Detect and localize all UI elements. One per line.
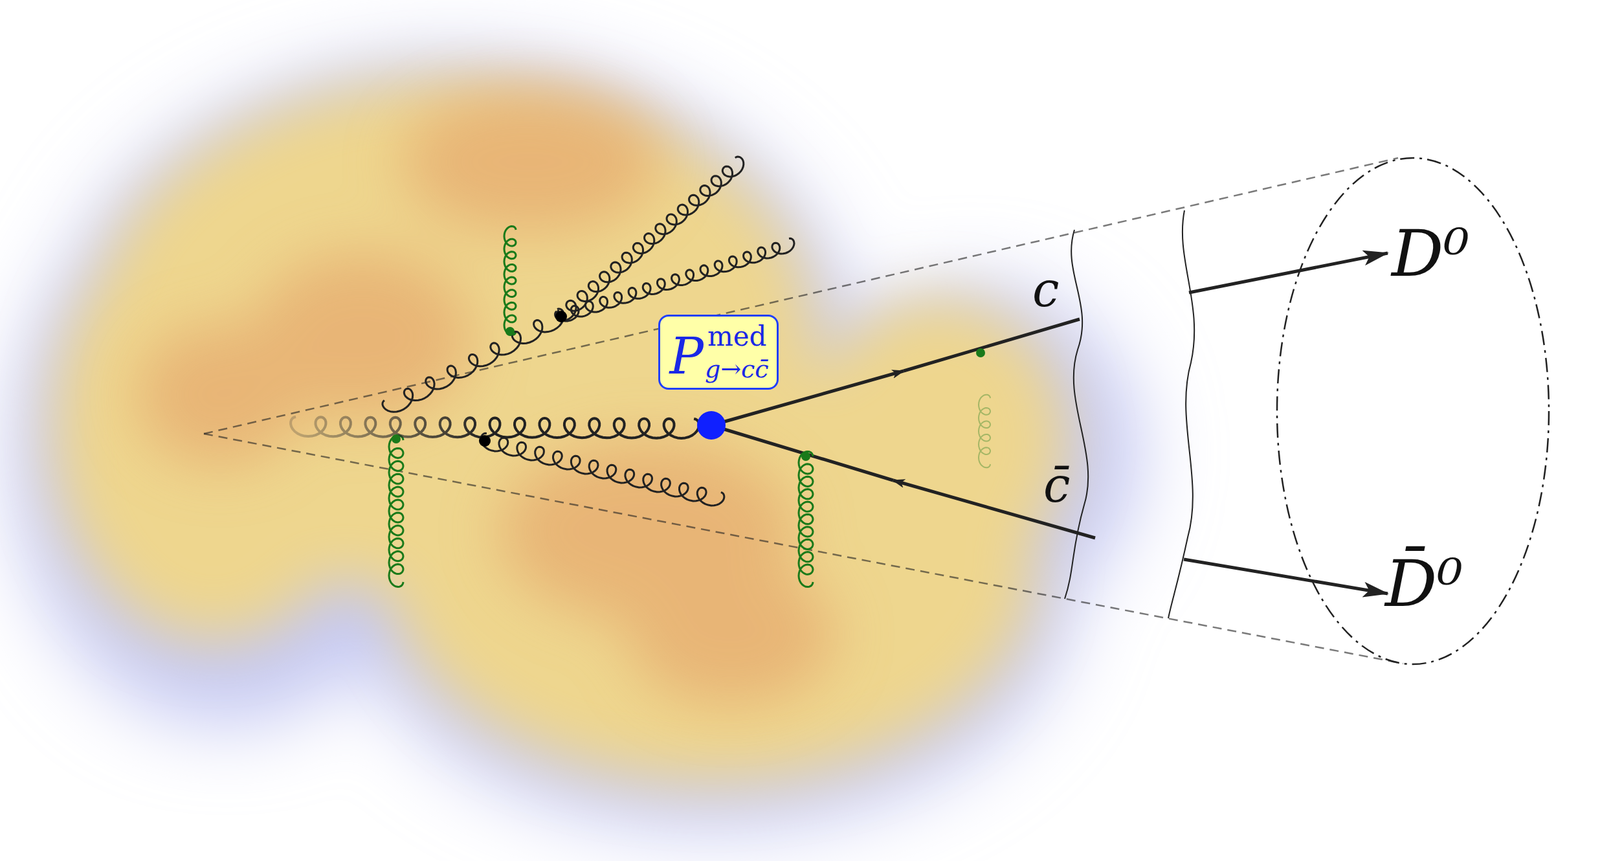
medium-blob	[12, 58, 1140, 829]
quark-label: c	[1032, 265, 1059, 314]
gluon	[504, 226, 516, 336]
gluon	[480, 433, 725, 506]
vertex-dot	[801, 451, 811, 461]
vertex-dot	[391, 434, 401, 444]
gluons	[290, 156, 991, 588]
symbol: P	[669, 330, 703, 382]
meson-arrows	[1183, 253, 1388, 594]
vertex-dot	[505, 326, 515, 336]
gluon	[978, 394, 991, 468]
jet-cone	[203, 157, 1549, 665]
vertex-dot	[976, 348, 986, 358]
gluon	[555, 156, 744, 321]
vertex-dot	[478, 434, 491, 447]
gluon	[388, 435, 404, 588]
gluon	[556, 238, 795, 322]
antiquark-label: c̄	[1043, 460, 1070, 509]
splitting-function-box: Pmed g→cc̄	[658, 314, 778, 390]
superscript: med	[707, 322, 767, 351]
hadronisation-lines	[1064, 210, 1195, 619]
meson-label: D̄⁰	[1385, 551, 1463, 617]
vertex-dot	[555, 310, 567, 323]
gluon	[798, 451, 813, 587]
gluon	[290, 416, 700, 439]
meson-label: D⁰	[1391, 221, 1470, 287]
splitting-vertex	[697, 411, 726, 440]
subscript: g→cc̄	[704, 356, 769, 382]
gluon	[382, 308, 564, 412]
